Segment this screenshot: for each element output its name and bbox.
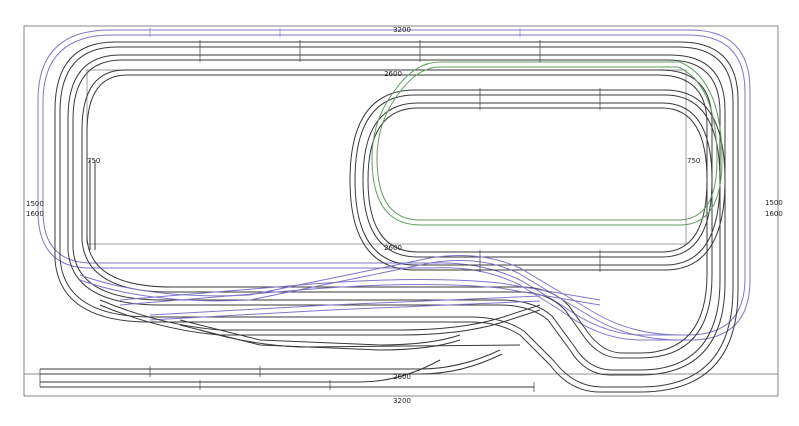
left-depth-a-label: 1500 — [26, 200, 44, 208]
inner-depth-right-label: 750 — [687, 157, 700, 165]
black-yard-ladder — [99, 299, 541, 351]
inner-width-mid-label: 2600 — [384, 244, 402, 252]
black-loop-3 — [81, 69, 713, 359]
inner-depth-left-label: 750 — [87, 157, 100, 165]
inner-width-bottom-label: 2600 — [393, 373, 411, 381]
green-loop — [371, 61, 723, 226]
left-siding-stub — [89, 160, 96, 250]
right-depth-a-label: 1500 — [765, 199, 783, 207]
right-depth-b-label: 1600 — [765, 210, 783, 218]
black-loop-1 — [54, 41, 739, 393]
top-width-label: 3200 — [393, 26, 411, 34]
track-joints — [149, 28, 601, 390]
outer-blue-loop — [37, 29, 751, 341]
blue-diagonal-sidings — [79, 255, 681, 341]
inner-width-top-label: 2600 — [384, 70, 402, 78]
inner-black-oval — [349, 89, 726, 271]
baseboard-outline — [23, 25, 779, 397]
left-depth-b-label: 1600 — [26, 210, 44, 218]
front-sidings — [39, 349, 535, 392]
bottom-width-label: 3200 — [393, 397, 411, 405]
